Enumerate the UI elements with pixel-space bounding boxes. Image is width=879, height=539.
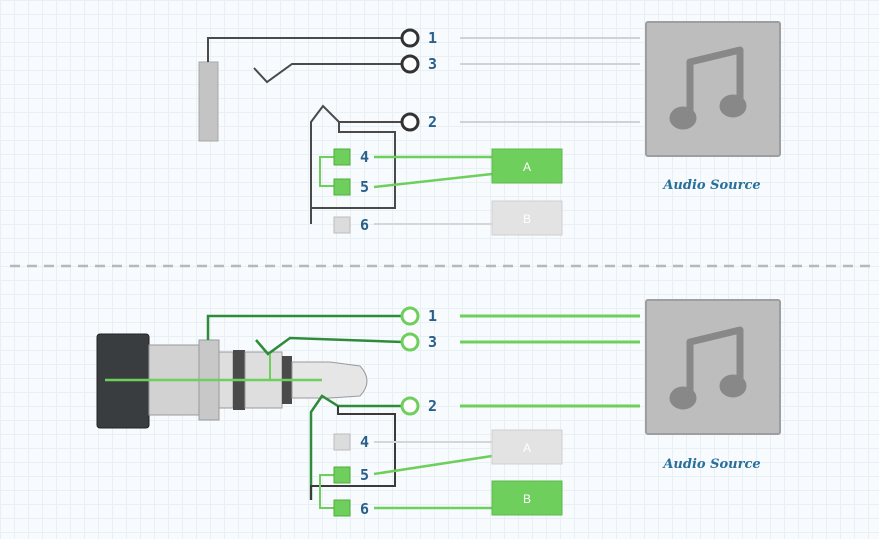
top-output-a-label: A bbox=[523, 160, 531, 174]
bottom-pin3-ring bbox=[400, 332, 420, 352]
bottom-panel: Audio Source 1 3 2 bbox=[96, 299, 781, 518]
top-pin3-label: 3 bbox=[428, 55, 437, 73]
bottom-pad6 bbox=[333, 499, 351, 517]
top-switch-frame bbox=[310, 122, 396, 224]
bottom-pin1-label: 1 bbox=[428, 307, 437, 325]
bottom-output-a bbox=[491, 429, 563, 465]
top-pin1-ring bbox=[400, 28, 420, 48]
top-pin1-label: 1 bbox=[428, 29, 437, 47]
bottom-pad5 bbox=[333, 466, 351, 484]
top-audio-source: Audio Source bbox=[645, 21, 781, 193]
bottom-bridge-5-6 bbox=[319, 474, 334, 509]
bottom-output-b bbox=[491, 480, 563, 516]
top-wire-pin3 bbox=[253, 63, 403, 84]
music-note-icon bbox=[669, 326, 747, 410]
audio-plug bbox=[96, 333, 368, 429]
bottom-source-label: Audio Source bbox=[661, 457, 760, 472]
bottom-audio-source: Audio Source bbox=[645, 299, 781, 472]
top-pad4 bbox=[333, 148, 351, 166]
music-note-icon bbox=[669, 46, 747, 130]
bottom-pad4-label: 4 bbox=[360, 433, 369, 451]
bottom-pad4 bbox=[333, 433, 351, 451]
bottom-pad5-label: 5 bbox=[360, 466, 369, 484]
top-pin2-ring bbox=[400, 112, 420, 132]
bottom-wire-pin3 bbox=[255, 336, 404, 356]
top-pad5 bbox=[333, 178, 351, 196]
bottom-source-box bbox=[645, 299, 781, 435]
top-panel: Audio Source 1 3 2 4 5 6 bbox=[198, 21, 781, 236]
top-source-label: Audio Source bbox=[661, 178, 760, 193]
bottom-wire-5-b bbox=[373, 454, 493, 476]
bottom-pin2-label: 2 bbox=[428, 397, 437, 415]
top-pad6 bbox=[333, 216, 351, 234]
bottom-pin2-ring bbox=[400, 396, 420, 416]
top-pad5-label: 5 bbox=[360, 178, 369, 196]
top-pad6-label: 6 bbox=[360, 216, 369, 234]
bottom-output-a-label: A bbox=[523, 441, 531, 455]
bottom-wire-pin1 bbox=[206, 314, 403, 340]
top-wire-pin1 bbox=[207, 37, 403, 62]
plug-tip bbox=[291, 361, 368, 399]
top-source-box bbox=[645, 21, 781, 157]
top-pin3-ring bbox=[400, 54, 420, 74]
bottom-pad6-label: 6 bbox=[360, 500, 369, 518]
top-output-a bbox=[491, 148, 563, 184]
bottom-output-b-label: B bbox=[523, 492, 531, 506]
top-pin2-label: 2 bbox=[428, 113, 437, 131]
top-jack-contacts bbox=[198, 37, 403, 224]
top-bridge-4-5 bbox=[319, 156, 334, 187]
top-pad4-label: 4 bbox=[360, 148, 369, 166]
top-output-b bbox=[491, 200, 563, 236]
bottom-pin1-ring bbox=[400, 306, 420, 326]
top-sleeve-contact bbox=[198, 61, 219, 142]
bottom-pin3-label: 3 bbox=[428, 333, 437, 351]
top-wire-5-a bbox=[373, 172, 493, 189]
top-output-b-label: B bbox=[523, 212, 531, 226]
bottom-wire-pin2 bbox=[309, 394, 403, 500]
top-wire-pin2 bbox=[310, 104, 403, 224]
bottom-switch-frame bbox=[310, 406, 396, 500]
